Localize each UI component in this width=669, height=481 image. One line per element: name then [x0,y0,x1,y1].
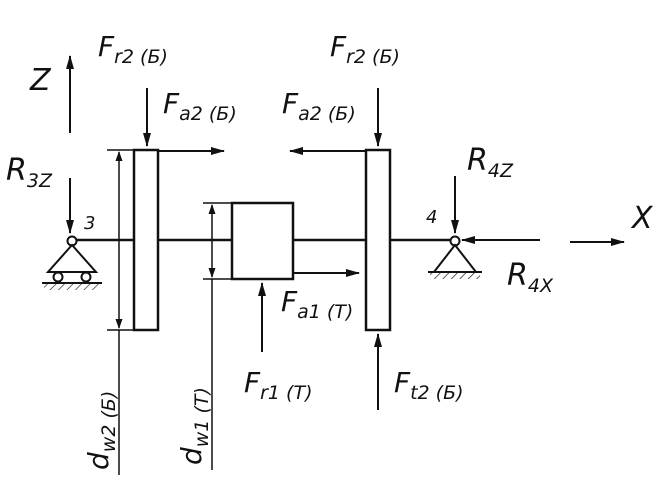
fr1-label: Fr1 (Т) [244,366,312,404]
dw2-dimension [107,149,134,475]
r4x-label: R4X [507,258,554,297]
x-axis-label: X [630,201,654,236]
fa1-label: Fa1 (Т) [281,285,353,323]
r4z-label: R4Z [467,143,514,182]
gear-middle [230,201,295,281]
ft2-label: Ft2 (Б) [394,366,464,404]
dw1-dimension [203,202,232,470]
r3z-label: R3Z [6,153,53,192]
support-4 [428,235,482,279]
fr2-right-label: Fr2 (Б) [330,30,400,68]
gear-left [132,148,160,332]
support-3 [42,235,102,290]
z-axis-label: Z [29,63,52,98]
dw2-label: dw2 (Б) [82,391,120,470]
fa2-right-label: Fa2 (Б) [282,87,356,125]
fr2-left-label: Fr2 (Б) [98,30,168,68]
support-4-label: 4 [426,207,437,228]
fa2-left-label: Fa2 (Б) [163,87,237,125]
dw1-label: dw1 (Т) [175,387,213,465]
gear-right [364,148,392,332]
support-3-label: 3 [84,213,95,234]
